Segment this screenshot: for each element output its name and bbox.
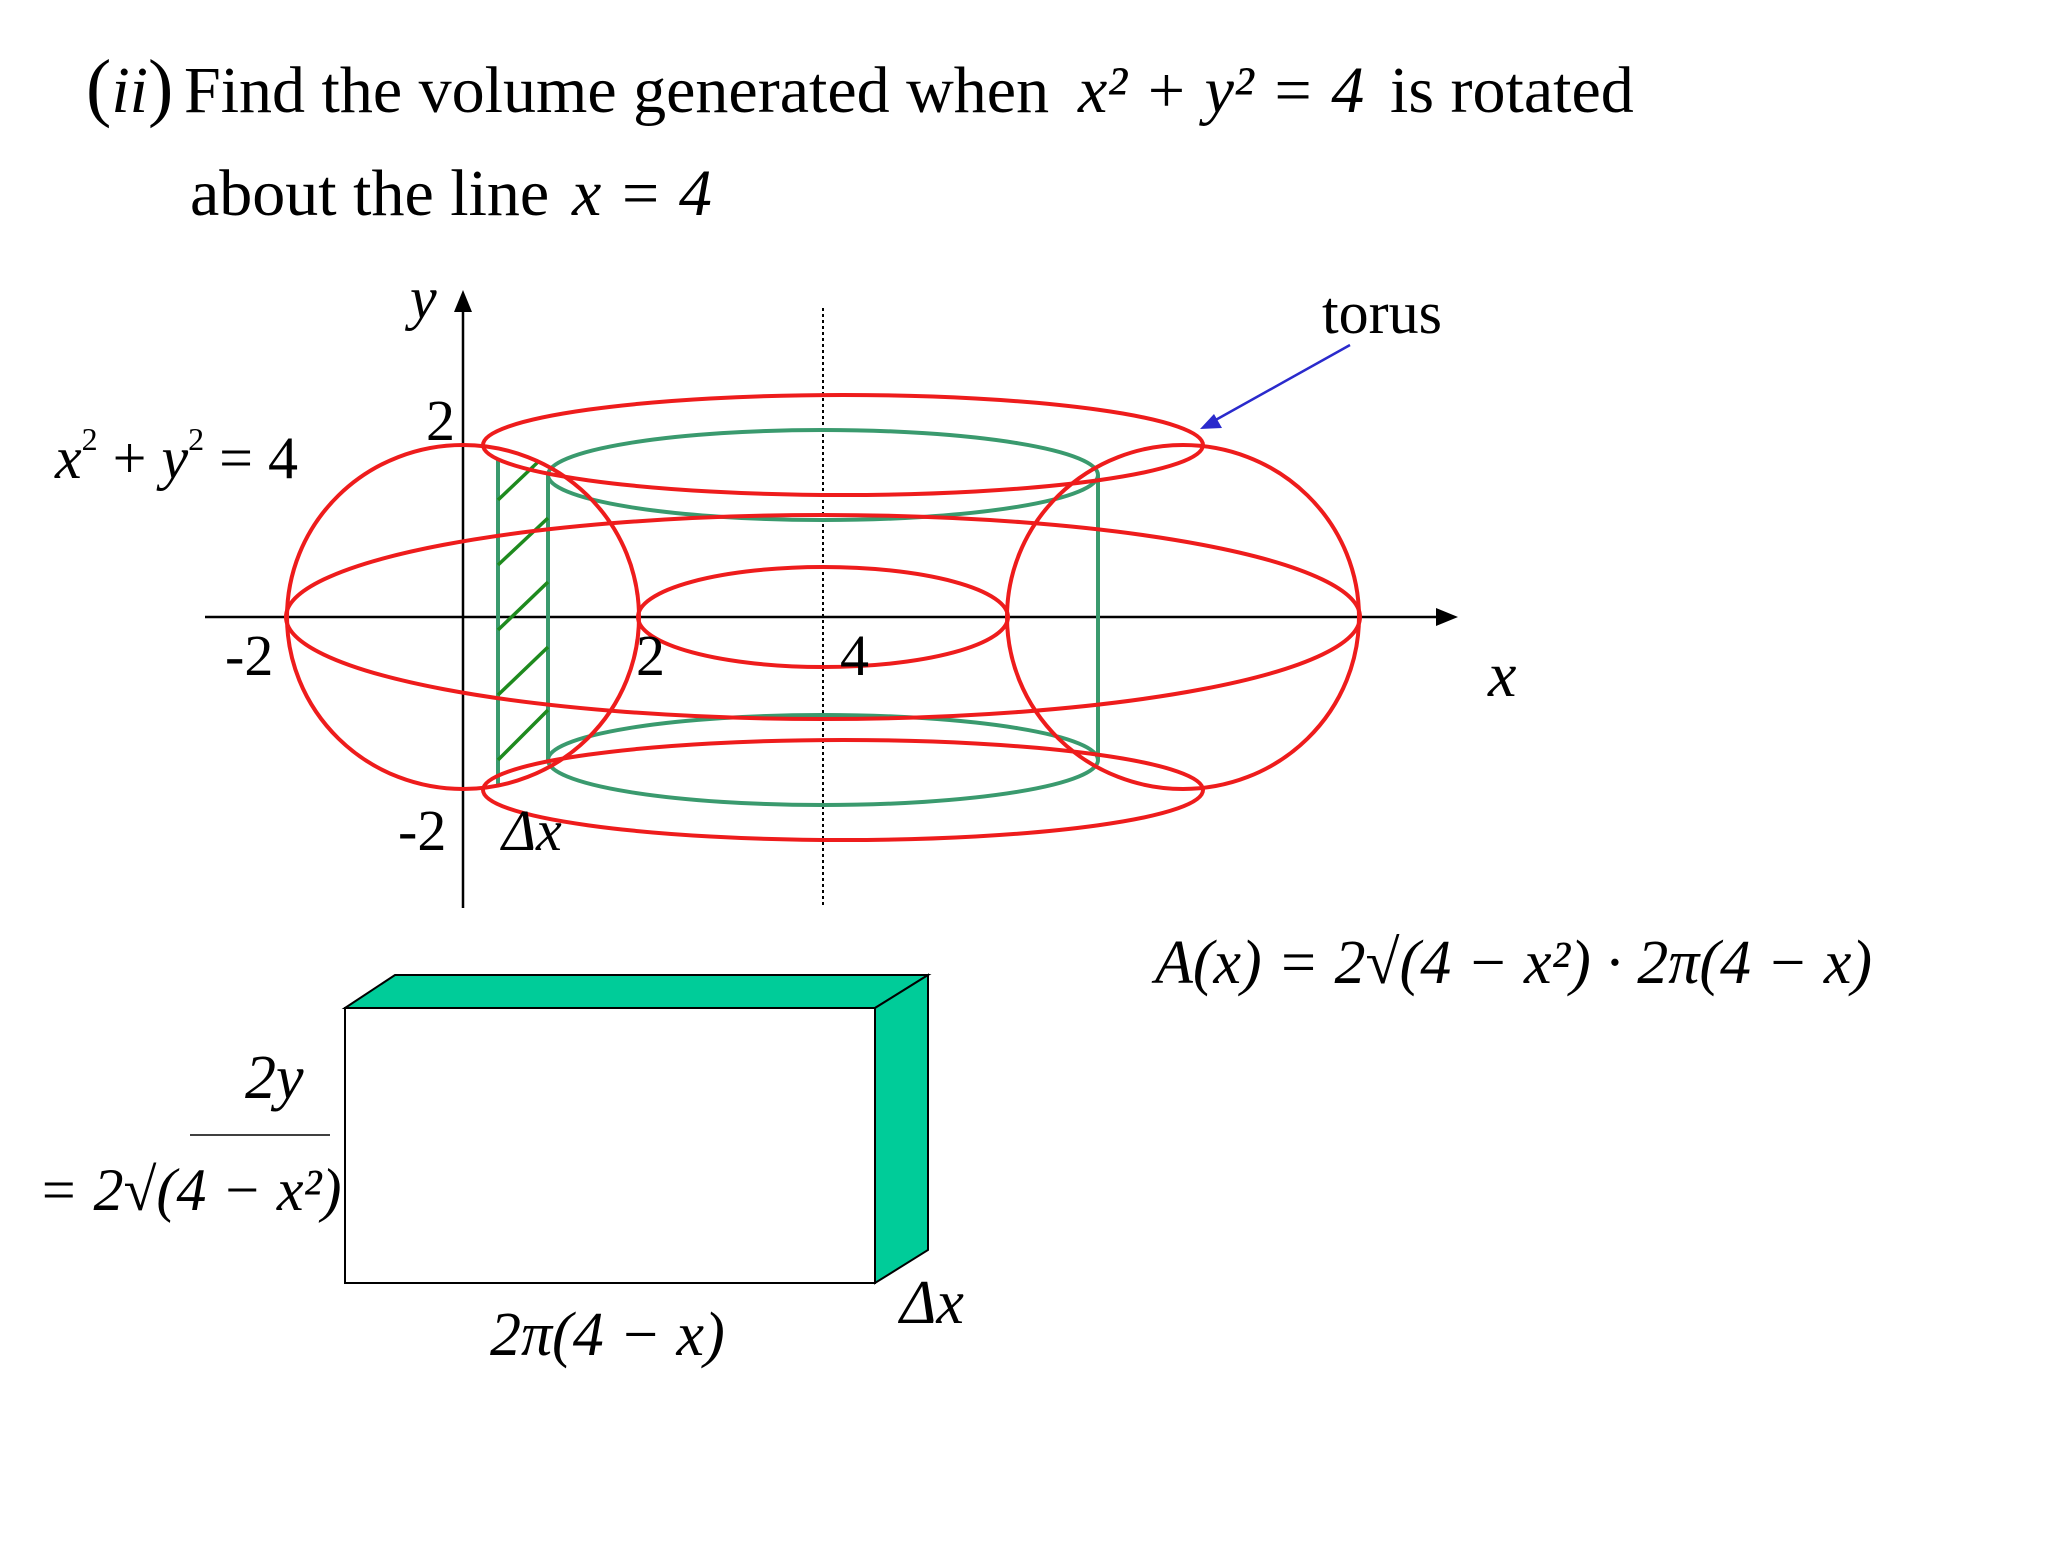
question-line1-prefix: Find the volume generated when: [184, 54, 1049, 127]
slab-front-face: [344, 1007, 876, 1284]
tick-y-2: 2: [426, 388, 455, 453]
left-cross-section-circle: [285, 443, 641, 791]
torus-top-ellipse: [481, 393, 1205, 497]
slab-depth-label: Δx: [897, 1269, 964, 1337]
strip-hatching: [496, 460, 550, 762]
torus-annotation-arrow: [1211, 343, 1351, 424]
question-line1-suffix: is rotated: [1390, 54, 1634, 127]
slab-height-label-2: = 2√(4 − x²): [38, 1157, 342, 1223]
unrolled-shell-slab: 2y = 2√(4 − x²) 2π(4 − x) Δx: [38, 973, 964, 1369]
right-cross-section-circle: [1005, 443, 1361, 791]
x-axis-label: x: [1487, 639, 1516, 710]
slab-top-face: [341, 974, 932, 1009]
torus-bottom-ellipse: [481, 738, 1205, 842]
slab-width-label: 2π(4 − x): [490, 1301, 725, 1369]
tick-y-neg2: -2: [398, 798, 446, 863]
question-header: (ii) Find the volume generated when x² +…: [86, 45, 1634, 230]
x-axis-arrowhead: [1436, 608, 1458, 626]
graph-labels: x2 + y2 = 4 y x 2 -2 -2 2 4 Δx torus: [54, 265, 1516, 863]
torus: [284, 393, 1362, 842]
question-line2-prefix: about the line: [190, 157, 549, 230]
curve-equation-label: x2 + y2 = 4: [54, 421, 298, 491]
y-axis-arrowhead: [454, 290, 472, 312]
area-formula: A(x) = 2√(4 − x²) · 2π(4 − x): [1151, 929, 1872, 997]
arrow-head-icon: [1200, 414, 1222, 429]
part-label: (ii): [86, 45, 173, 129]
tick-x-2: 2: [636, 623, 665, 688]
slab-side-face: [874, 973, 929, 1285]
y-axis-label: y: [404, 265, 437, 331]
question-line2-equation: x = 4: [571, 157, 712, 230]
strip-width-label: Δx: [500, 798, 562, 863]
tick-x-4: 4: [840, 623, 869, 688]
slab-height-label-1: 2y: [245, 1044, 304, 1112]
tick-x-neg2: -2: [225, 623, 273, 688]
hatched-strip: [496, 460, 550, 785]
axes: [205, 290, 1458, 908]
question-line1-equation: x² + y² = 4: [1077, 54, 1364, 127]
torus-annotation: torus: [1322, 280, 1442, 346]
